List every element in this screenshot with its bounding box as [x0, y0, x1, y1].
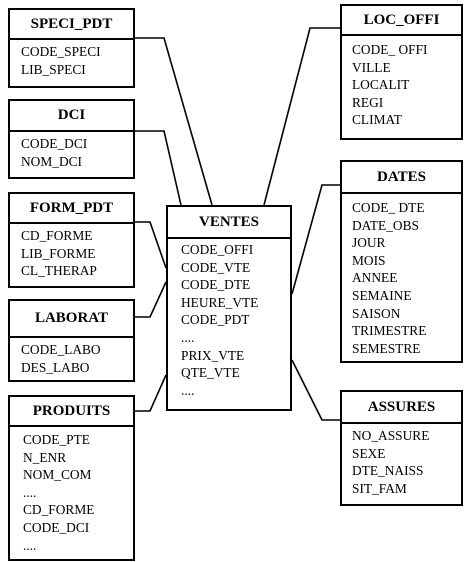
- link-form-pdt-ventes: [135, 221, 167, 269]
- entity-title: LABORAT: [10, 301, 133, 338]
- attribute: LIB_SPECI: [21, 61, 86, 77]
- entity-dci: DCI CODE_DCI NOM_DCI: [8, 99, 135, 179]
- attribute: CL_THERAP: [21, 263, 97, 279]
- attribute: VILLE: [352, 59, 391, 75]
- attribute: QTE_VTE: [181, 365, 240, 381]
- attribute: DATE_OBS: [352, 217, 419, 233]
- attribute: N_ENR: [23, 449, 67, 465]
- link-speci-pdt-ventes: [135, 37, 213, 206]
- attribute: CD_FORME: [21, 228, 93, 243]
- entity-title: VENTES: [168, 207, 290, 239]
- attribute: ....: [181, 329, 195, 345]
- attribute: NO_ASSURE: [352, 428, 430, 443]
- attribute: CODE_LABO: [21, 342, 101, 357]
- attribute: NOM_COM: [23, 467, 92, 483]
- attribute: ANNEE: [352, 270, 398, 286]
- attribute: REGI: [352, 94, 384, 110]
- entity-laborat: LABORAT CODE_LABO DES_LABO: [8, 299, 135, 382]
- attribute: CODE_DCI: [21, 136, 88, 151]
- entity-title: PRODUITS: [10, 397, 133, 427]
- attribute: ....: [23, 537, 37, 553]
- attribute: SIT_FAM: [352, 480, 407, 496]
- attribute: CODE_SPECI: [21, 44, 101, 59]
- entity-form-pdt: FORM_PDT CD_FORME LIB_FORME CL_THERAP: [8, 192, 135, 288]
- entity-title: DCI: [10, 101, 133, 132]
- link-produits-ventes: [135, 374, 167, 412]
- entity-loc-offi: LOC_OFFI CODE_ OFFI VILLE LOCALIT REGI C…: [340, 4, 463, 140]
- link-dci-ventes: [135, 130, 182, 206]
- attribute: NOM_DCI: [21, 153, 83, 169]
- attribute: SEMESTRE: [352, 340, 421, 356]
- entity-dates: DATES CODE_ DTE DATE_OBS JOUR MOIS ANNEE…: [340, 160, 463, 363]
- entity-title: ASSURES: [342, 392, 461, 424]
- entity-ventes: VENTES CODE_OFFI CODE_VTE CODE_DTE HEURE…: [166, 205, 292, 411]
- attribute: SEXE: [352, 445, 386, 461]
- attribute: TRIMESTRE: [352, 323, 427, 339]
- entity-assures: ASSURES NO_ASSURE SEXE DTE_NAISS SIT_FAM: [340, 390, 463, 506]
- attribute: CD_FORME: [23, 502, 95, 518]
- attribute: CODE_ DTE: [352, 200, 425, 215]
- attribute: CODE_PTE: [23, 432, 90, 447]
- entity-title: DATES: [342, 162, 461, 194]
- link-loc-offi-ventes: [263, 27, 340, 206]
- attribute: LIB_FORME: [21, 245, 96, 261]
- attribute: SEMAINE: [352, 287, 412, 303]
- link-laborat-ventes: [135, 281, 167, 318]
- attribute: ....: [181, 382, 195, 398]
- attribute: CODE_ OFFI: [352, 42, 428, 57]
- attribute: CODE_DCI: [23, 519, 90, 535]
- entity-produits: PRODUITS CODE_PTE N_ENR NOM_COM .... CD_…: [8, 395, 135, 561]
- attribute: CODE_OFFI: [181, 242, 254, 257]
- attribute: DTE_NAISS: [352, 463, 424, 479]
- attribute: CODE_VTE: [181, 259, 251, 275]
- attribute: ....: [23, 484, 37, 500]
- attribute: MOIS: [352, 252, 386, 268]
- attribute: PRIX_VTE: [181, 347, 245, 363]
- attribute: SAISON: [352, 305, 401, 321]
- link-dates-ventes: [291, 184, 340, 295]
- entity-title: SPECI_PDT: [10, 10, 133, 40]
- attribute: CODE_PDT: [181, 312, 250, 328]
- entity-speci-pdt: SPECI_PDT CODE_SPECI LIB_SPECI: [8, 8, 135, 88]
- attribute: DES_LABO: [21, 359, 90, 375]
- entity-title: FORM_PDT: [10, 194, 133, 224]
- link-assures-ventes: [291, 359, 340, 421]
- attribute: CODE_DTE: [181, 277, 251, 293]
- attribute: CLIMAT: [352, 112, 402, 128]
- attribute: LOCALIT: [352, 77, 410, 93]
- entity-title: LOC_OFFI: [342, 6, 461, 36]
- attribute: HEURE_VTE: [181, 294, 259, 310]
- attribute: JOUR: [352, 235, 386, 251]
